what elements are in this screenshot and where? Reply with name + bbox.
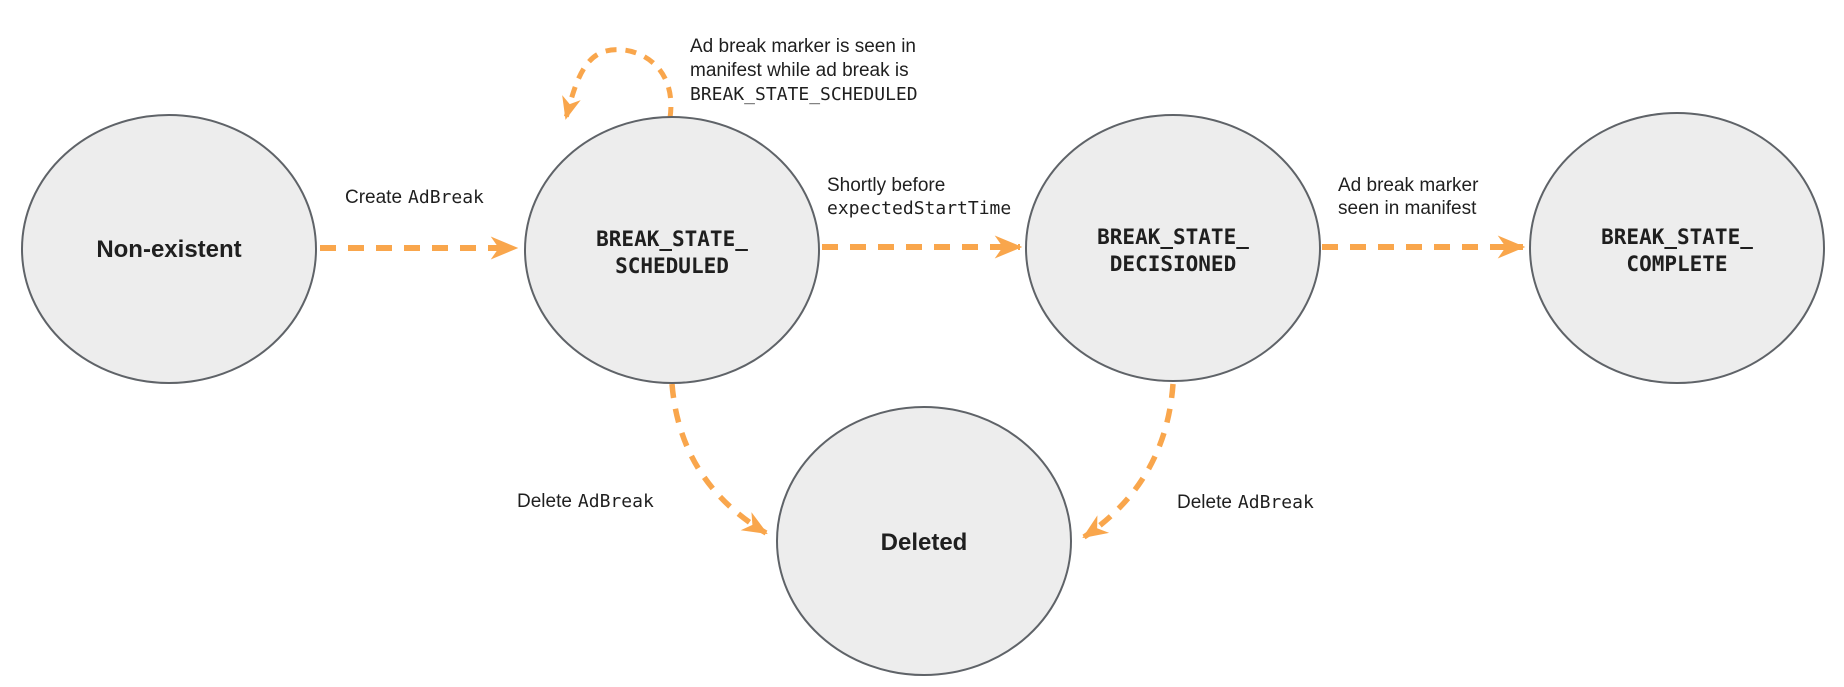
edge-delete-right-label-code: AdBreak [1238, 492, 1314, 513]
edge-create-label-code: AdBreak [408, 187, 484, 208]
state-non-existent-label: Non-existent [96, 236, 241, 263]
state-break-state-complete [1529, 112, 1825, 384]
edge-marker-seen-label-line1: Ad break marker [1338, 175, 1479, 196]
edge-marker-seen-label-line2: seen in manifest [1338, 198, 1477, 219]
edge-create-label: Create AdBreak [345, 187, 484, 208]
state-break-state-scheduled [524, 116, 820, 384]
state-decisioned-label-line1: BREAK_STATE_ [1097, 225, 1249, 249]
state-deleted [776, 406, 1072, 676]
edge-delete-right-label: Delete AdBreak [1177, 492, 1314, 513]
state-break-state-decisioned [1025, 114, 1321, 382]
edge-self-loop-arrow [562, 47, 674, 120]
state-complete-label-line2: COMPLETE [1626, 252, 1727, 276]
state-complete-label-line1: BREAK_STATE_ [1601, 225, 1753, 249]
edge-self-loop-label-line2: manifest while ad break is [690, 60, 909, 81]
edge-delete-left-label: Delete AdBreak [517, 491, 654, 512]
edge-delete-left-label-sans: Delete [517, 491, 572, 512]
edge-delete-left-arrow [669, 383, 768, 536]
state-scheduled-label-line2: SCHEDULED [615, 254, 729, 278]
edge-shortly-label-line2: expectedStartTime [827, 198, 1011, 219]
edge-delete-right-arrow [1082, 383, 1176, 540]
edge-create-label-sans: Create [345, 187, 402, 208]
state-deleted-label: Deleted [881, 529, 968, 556]
state-non-existent [21, 114, 317, 384]
state-scheduled-label-line1: BREAK_STATE_ [596, 227, 748, 251]
state-decisioned-label-line2: DECISIONED [1110, 252, 1236, 276]
edge-shortly-label-line1: Shortly before [827, 175, 945, 196]
edge-delete-left-label-code: AdBreak [578, 491, 654, 512]
edge-self-loop-label-line1: Ad break marker is seen in [690, 36, 916, 57]
edge-self-loop-label-line3: BREAK_STATE_SCHEDULED [690, 84, 918, 105]
edge-delete-right-label-sans: Delete [1177, 492, 1232, 513]
